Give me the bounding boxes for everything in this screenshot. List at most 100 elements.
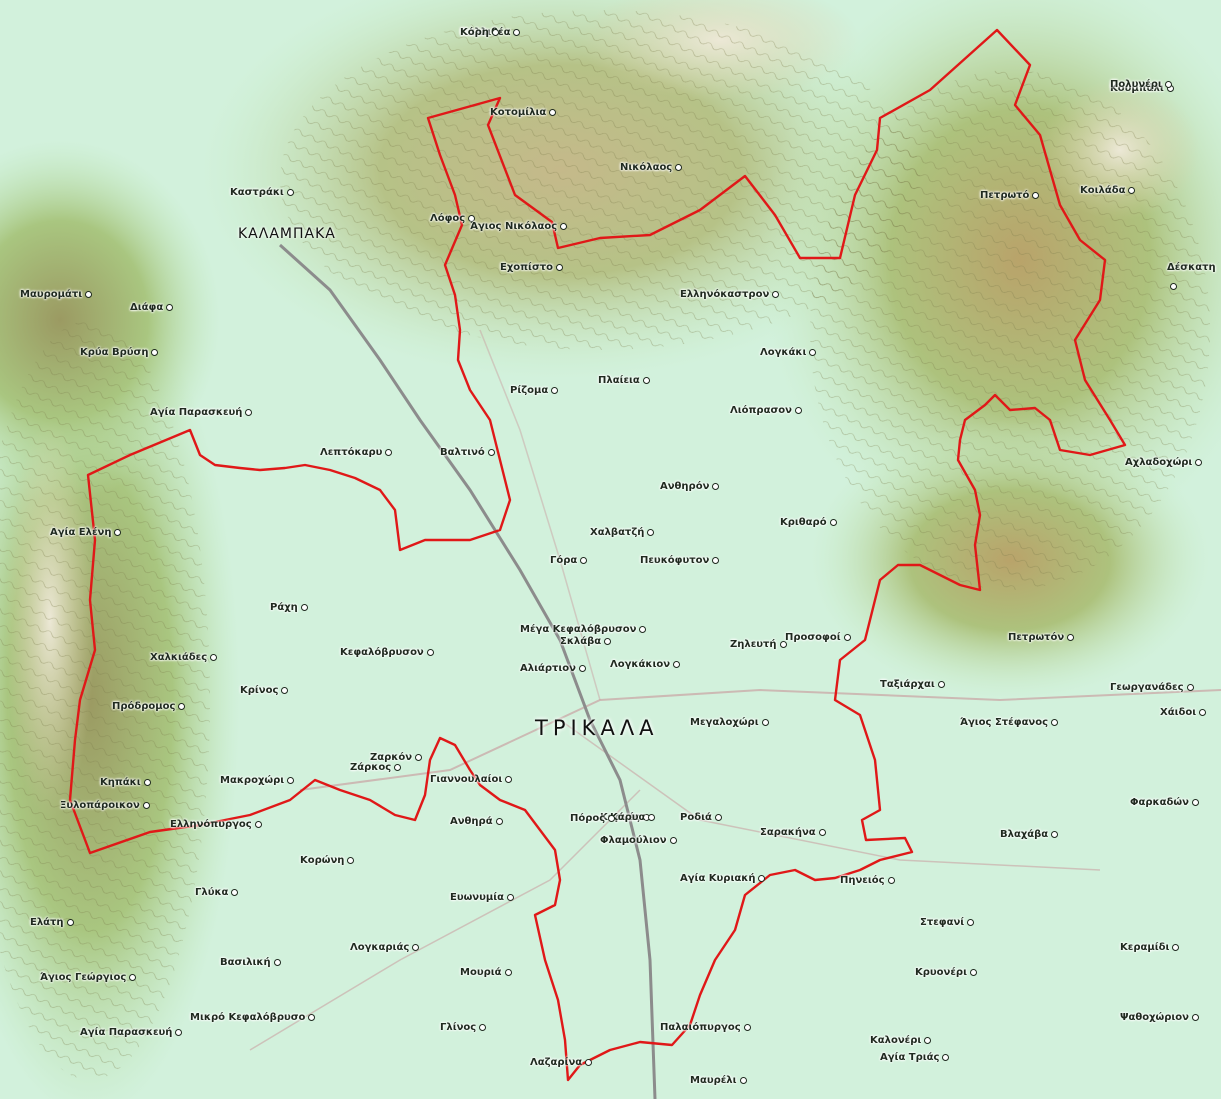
place-label: Κεφαλόβρυσον [340, 640, 434, 659]
settlement-marker-icon [580, 557, 588, 564]
settlement-marker-icon [1164, 81, 1172, 88]
highway-road [278, 243, 657, 1099]
settlement-marker-icon [347, 857, 355, 864]
place-name: Άγιος Στέφανος [960, 717, 1049, 728]
place-name: Προσοφοί [785, 632, 841, 643]
place-label: Αλιάρτιον [520, 656, 586, 675]
contour-shading-north [280, 10, 920, 350]
place-label: Προσοφοί [785, 625, 851, 644]
place-name: Κοτομίλια [490, 107, 547, 118]
place-name: Πευκόφυτον [640, 555, 710, 566]
place-name: Αγία Τριάς [880, 1052, 940, 1063]
place-label: Λόφος [430, 206, 476, 225]
place-name: Κρυονέρι [915, 967, 967, 978]
place-name: Λιόπρασον [730, 405, 792, 416]
place-name: Αγία Ελένη [50, 527, 112, 538]
place-name: Παλαιόπυργος [660, 1022, 741, 1033]
place-label: Κοτομίλια [490, 100, 557, 119]
place-name: Αγία Κυριακή [680, 873, 756, 884]
settlement-marker-icon [758, 875, 766, 882]
place-label: Φαρκαδών [1130, 790, 1199, 809]
settlement-marker-icon [114, 529, 122, 536]
place-label: Χάιδοι [1160, 700, 1207, 719]
place-name: Πρόδρομος [112, 701, 176, 712]
place-name: Λογκάκιον [610, 659, 671, 670]
settlement-marker-icon [549, 109, 557, 116]
place-label: Μακροχώρι [220, 768, 295, 787]
place-label: Κορώνη [300, 848, 355, 867]
settlement-marker-icon [551, 387, 559, 394]
settlement-marker-icon [513, 29, 521, 36]
place-label: Αχλαδοχώρι [1125, 450, 1203, 469]
settlement-marker-icon [308, 1014, 316, 1021]
place-label: Διάφα [130, 295, 174, 314]
place-name: Βασιλική [220, 957, 271, 968]
place-name: Μαυρέλι [690, 1075, 737, 1086]
place-name: Φλαμούλιον [600, 835, 667, 846]
settlement-marker-icon [287, 777, 295, 784]
place-name: Νικόλαος [620, 162, 673, 173]
settlement-marker-icon [210, 654, 218, 661]
place-label: Εχοπίστο [500, 255, 563, 274]
place-name: Πετρωτό [980, 190, 1030, 201]
place-label: Λεπτόκαρυ [320, 440, 393, 459]
settlement-marker-icon [505, 776, 513, 783]
settlement-marker-icon [175, 1029, 183, 1036]
place-name: Χαλκιάδες [150, 652, 208, 663]
place-name: Μεγαλοχώρι [690, 717, 759, 728]
place-label: Αγία Κυριακή [680, 866, 766, 885]
place-label: Μαυρέλι [690, 1068, 747, 1087]
place-name: Λόφος [430, 213, 466, 224]
settlement-marker-icon [604, 638, 612, 645]
place-name: Κεφαλόβρυσον [340, 647, 424, 658]
place-label: Παλαιόπυργος [660, 1015, 751, 1034]
settlement-marker-icon [969, 969, 977, 976]
place-name: Γόρα [550, 555, 578, 566]
place-name: Κοιλάδα [1080, 185, 1126, 196]
settlement-marker-icon [967, 919, 975, 926]
settlement-marker-icon [794, 407, 802, 414]
place-name: Καστράκι [230, 187, 284, 198]
settlement-marker-icon [1051, 719, 1059, 726]
place-label: Πηνειός [840, 868, 895, 887]
place-name: Ευωνυμία [450, 892, 504, 903]
place-label: Κόρη [460, 20, 499, 39]
place-name: Άγιος Γεώργιος [40, 972, 127, 983]
place-name: Κάρυα [610, 812, 646, 823]
place-name: Βλαχάβα [1000, 829, 1049, 840]
settlement-marker-icon [129, 974, 137, 981]
place-label: Λαζαρίνα [530, 1050, 593, 1069]
settlement-marker-icon [829, 519, 837, 526]
place-label: Λιόπρασον [730, 398, 802, 417]
settlement-marker-icon [1032, 192, 1040, 199]
settlement-marker-icon [942, 1054, 950, 1061]
place-name: Ξυλοπάροικον [60, 800, 140, 811]
place-label: Μαυρομάτι [20, 282, 93, 301]
place-name: Άγιος Νικόλαος [470, 221, 558, 232]
place-name: Λογκαριάς [350, 942, 410, 953]
settlement-marker-icon [1191, 799, 1199, 806]
place-label: Κρύα Βρύση [80, 340, 159, 359]
place-label: Μουριά [460, 960, 512, 979]
settlement-marker-icon [843, 634, 851, 641]
place-name: Ζάρκος [350, 762, 392, 773]
place-label: Μικρό Κεφαλόβρυσο [190, 1005, 316, 1024]
settlement-marker-icon [1199, 709, 1207, 716]
place-name: Καλονέρι [870, 1035, 922, 1046]
place-name: Πόρος [570, 813, 606, 824]
settlement-marker-icon [415, 754, 423, 761]
minor-road [299, 688, 1221, 791]
settlement-marker-icon [1051, 831, 1059, 838]
place-name: Μικρό Κεφαλόβρυσο [190, 1012, 306, 1023]
place-label: Άγιος Στέφανος [960, 710, 1059, 729]
place-label: Ροδιά [680, 805, 722, 824]
settlement-marker-icon [639, 626, 647, 633]
place-name: Ρίζομα [510, 385, 549, 396]
place-label: Ταξιάρχαι [880, 672, 945, 691]
place-label: Πρόδρομος [112, 694, 186, 713]
place-label: Καλλιθέα [460, 20, 521, 39]
place-label: Πολυνέρι [1110, 72, 1172, 91]
place-label: Σκλάβα [560, 629, 612, 648]
place-label: Ελληνόκαστρον [680, 282, 780, 301]
